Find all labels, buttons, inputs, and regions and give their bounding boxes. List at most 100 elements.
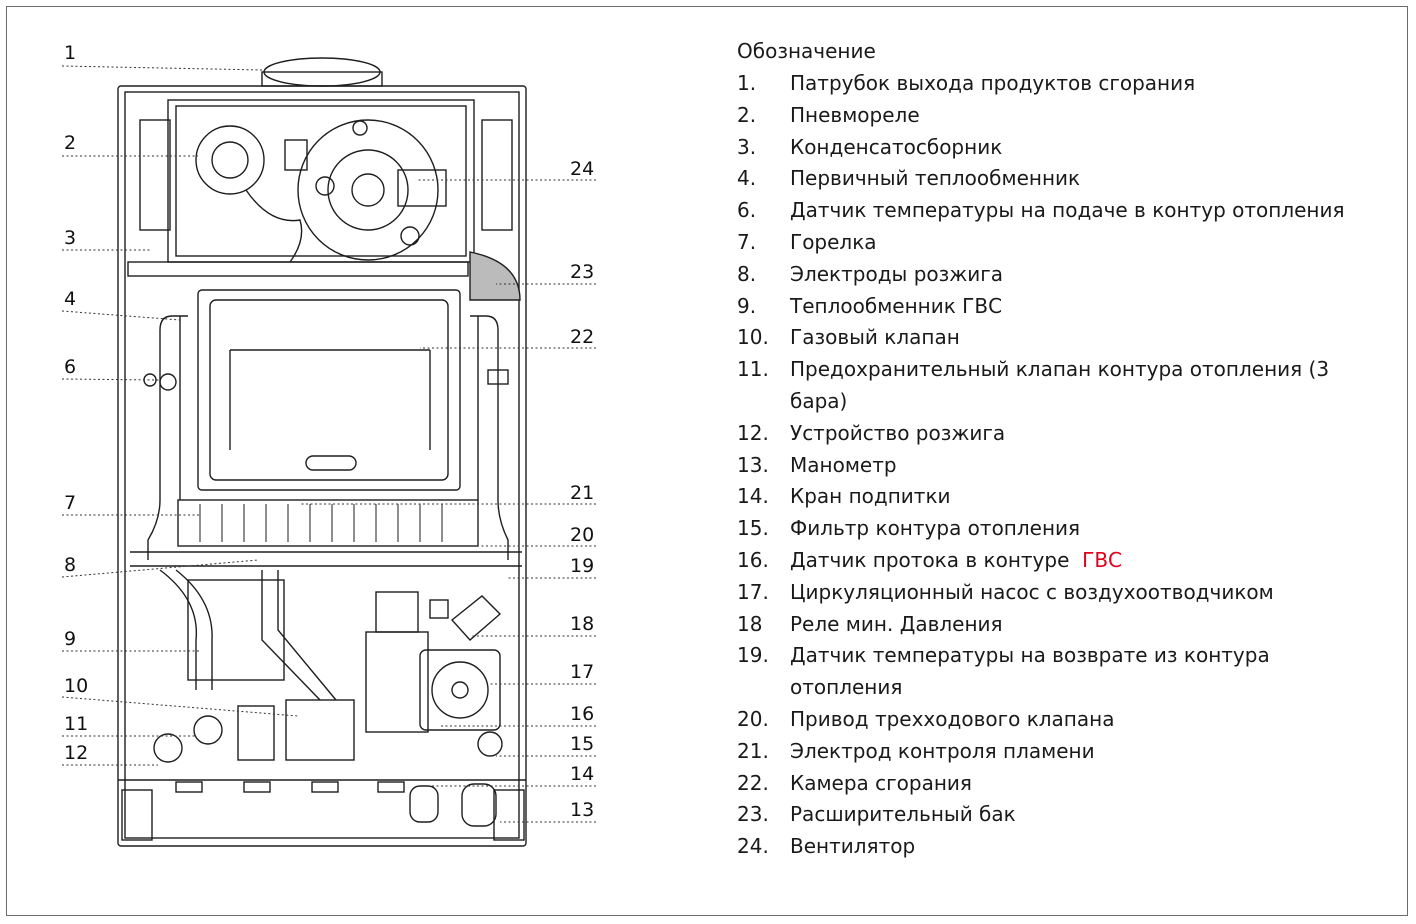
legend-item-text: Газовый клапан: [790, 325, 960, 350]
dhw-exchanger-shape: [187, 579, 285, 681]
legend-item: 22.Камера сгорания: [737, 768, 1377, 800]
legend-item: 24. Вентилятор: [737, 831, 1377, 863]
gas-valve-shape: [285, 699, 355, 761]
three-way-valve-shape: [375, 591, 419, 633]
legend-item: 3. Конденсатосборник: [737, 132, 1377, 164]
legend-item-text: Первичный теплообменник: [790, 166, 1081, 191]
legend-item-number: 1.: [737, 71, 757, 95]
legend-item-text: Циркуляционный насос с воздухоотводчиком: [790, 579, 1274, 604]
callout-23: 23: [570, 261, 595, 283]
legend-item-text: Фильтр контура отопления: [790, 516, 1081, 541]
legend-item-number: 2.: [737, 102, 757, 127]
callout-19: 19: [570, 555, 595, 577]
callout-17: 17: [570, 661, 595, 683]
legend-item: 13.Манометр: [737, 450, 1377, 482]
callout-13: 13: [570, 799, 595, 821]
legend-item-number: 4.: [737, 166, 757, 191]
callout-1: 1: [64, 42, 77, 64]
legend-item-number: 15.: [737, 516, 769, 541]
legend-item-number: 12.: [737, 420, 769, 445]
legend-item-number: 3.: [737, 134, 757, 159]
legend-item-text: Пневмореле: [790, 102, 920, 127]
casing-shape: [117, 85, 527, 847]
legend-item: 1. Патрубок выхода продуктов сгорания: [737, 68, 1377, 100]
callout-14: 14: [570, 763, 595, 785]
legend-item-text: Патрубок выхода продуктов сгорания: [790, 71, 1196, 95]
callout-22: 22: [570, 326, 595, 348]
legend-item-number: 11.: [737, 357, 769, 382]
callout-15: 15: [570, 733, 595, 755]
callout-2: 2: [64, 132, 77, 154]
callout-4: 4: [64, 288, 77, 310]
legend-item-text: Электрод контроля пламени: [790, 738, 1095, 763]
callout-18: 18: [570, 613, 595, 635]
fan-shape: [297, 119, 439, 261]
legend-item: 19. Датчик температуры на возврате из кон…: [737, 640, 1377, 704]
legend-item-number: 14.: [737, 484, 769, 509]
legend-item-number: 20.: [737, 706, 769, 731]
legend-item: 15. Фильтр контура отопления: [737, 513, 1377, 545]
legend-item-text: Устройство розжига: [790, 420, 1006, 445]
pressure-switch-shape: [195, 125, 265, 195]
legend-item-text: Конденсатосборник: [790, 134, 1003, 159]
combustion-chamber-shape: [197, 289, 461, 491]
legend-item-number: 6.: [737, 198, 757, 223]
legend-item: 9. Теплообменник ГВС: [737, 291, 1377, 323]
callout-21: 21: [570, 482, 595, 504]
legend-item-number: 23.: [737, 802, 769, 827]
callout-7: 7: [64, 492, 77, 514]
figure-frame: [6, 6, 1408, 916]
callout-9: 9: [64, 628, 77, 650]
legend-item-text: Предохранительный клапан контура отоплен…: [790, 357, 1330, 413]
legend-list: 1. Патрубок выхода продуктов сгорания 2. П…: [737, 68, 1377, 863]
legend-item: 18 Реле мин. Давления: [737, 609, 1377, 641]
legend-item-highlight: ГВС: [1082, 547, 1123, 572]
burner-shape: [177, 499, 479, 547]
legend-item-text: Датчик температуры на возврате из контур…: [790, 643, 1270, 700]
callout-8: 8: [64, 554, 77, 576]
legend-item-number: 8.: [737, 261, 757, 286]
callout-10: 10: [64, 675, 89, 697]
callout-11: 11: [64, 713, 89, 735]
legend-item-text: Камера сгорания: [790, 770, 972, 795]
legend-item: 17.Циркуляционный насос с воздухоотводчи…: [737, 577, 1377, 609]
legend-item-text: Электроды розжига: [790, 261, 1004, 286]
legend-item-text: Теплообменник ГВС: [790, 293, 1003, 318]
legend-item-number: 7.: [737, 229, 757, 254]
legend-item: 8. Электроды розжига: [737, 259, 1377, 291]
legend-item: 14. Кран подпитки: [737, 481, 1377, 513]
legend-item-text: Привод трехходового клапана: [790, 706, 1115, 731]
callout-3: 3: [64, 227, 77, 249]
legend-item-number: 9.: [737, 293, 757, 318]
legend-item: 4. Первичный теплообменник: [737, 163, 1377, 195]
legend-item-text: Горелка: [790, 229, 877, 254]
legend-item-text: Реле мин. Давления: [790, 611, 1003, 636]
callout-24: 24: [570, 158, 595, 180]
legend-item-number: 18: [737, 611, 763, 636]
legend-item-text: Датчик температуры на подаче в контур от…: [790, 198, 1345, 223]
legend-item: 7. Горелка: [737, 227, 1377, 259]
legend-item-text: Вентилятор: [790, 834, 916, 859]
legend-item-text: Датчик протока в контуре ГВС: [790, 545, 1377, 577]
legend-item-text: Кран подпитки: [790, 484, 951, 509]
callout-16: 16: [570, 703, 595, 725]
callout-6: 6: [64, 356, 77, 378]
flue-collar-shape: [261, 71, 383, 87]
legend: Обозначение 1. Патрубок выхода продуктов …: [737, 36, 1377, 863]
legend-item-text-main: Датчик протока в контуре: [790, 547, 1070, 572]
boiler-diagram: [61, 57, 596, 847]
legend-item: 6. Датчик температуры на подаче в контур …: [737, 195, 1377, 227]
legend-item: 20. Привод трехходового клапана: [737, 704, 1377, 736]
legend-item: 23.Расширительный бак: [737, 799, 1377, 831]
legend-item-number: 10.: [737, 325, 769, 350]
legend-item: 11. Предохранительный клапан контура отоп…: [737, 354, 1377, 418]
legend-item-number: 13.: [737, 452, 769, 477]
fan-module-shape: [167, 99, 475, 263]
legend-title: Обозначение: [737, 39, 876, 63]
legend-item: 16. Датчик протока в контуре ГВС: [737, 545, 1377, 577]
legend-item-number: 16.: [737, 547, 769, 572]
legend-item-number: 19.: [737, 643, 769, 668]
ignition-unit-shape: [237, 705, 275, 761]
legend-item-number: 24.: [737, 834, 769, 859]
legend-item: 21.Электрод контроля пламени: [737, 736, 1377, 768]
